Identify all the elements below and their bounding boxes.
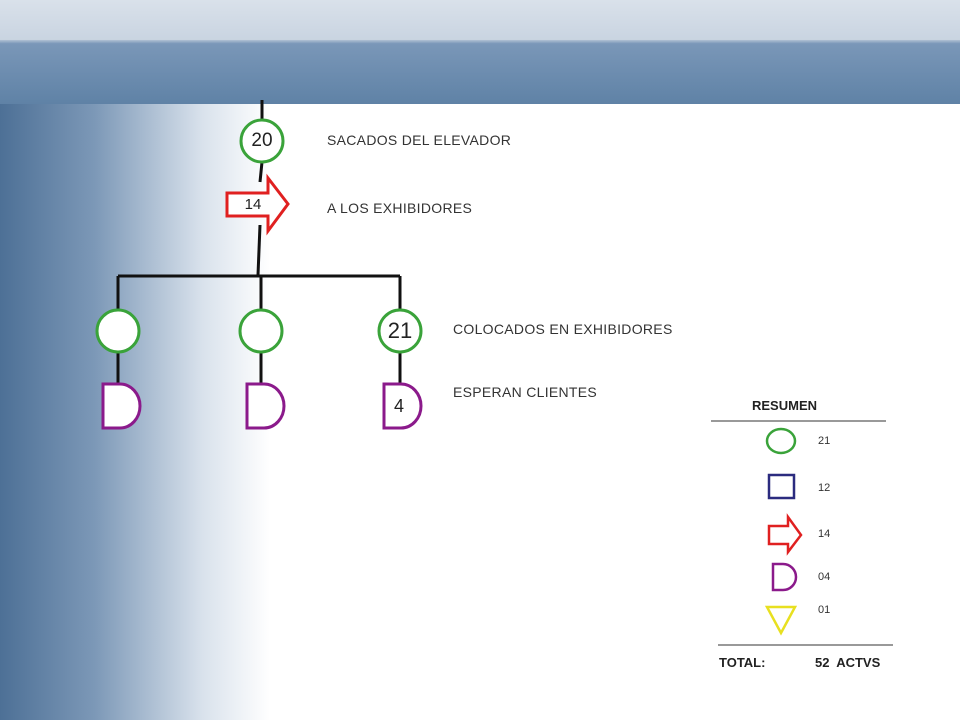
summary-delay-d-icon xyxy=(771,562,798,592)
branch-mid-delay-d-icon xyxy=(245,382,286,430)
branch-left-operation-circle-icon xyxy=(95,308,141,354)
branch-mid-operation-circle-icon xyxy=(238,308,284,354)
summary-inspection-square-icon xyxy=(767,473,796,500)
branch-operation-number: 21 xyxy=(387,318,413,343)
connector-op-to-transport xyxy=(258,161,264,183)
summary-operation-value: 21 xyxy=(818,435,831,447)
connector-transport-to-branch xyxy=(256,224,262,276)
summary-transport-value: 14 xyxy=(818,528,831,540)
transport-arrow-icon xyxy=(225,173,290,236)
summary-transport-arrow-icon xyxy=(767,513,803,556)
top-operation-circle-icon xyxy=(239,118,285,164)
header-highlight xyxy=(0,0,960,40)
branch-delay-label: ESPERAN CLIENTES xyxy=(453,384,598,400)
branch-operation-label: COLOCADOS EN EXHIBIDORES xyxy=(453,321,673,337)
branch-left-delay-d-icon xyxy=(101,382,142,430)
transport-label: A LOS EXHIBIDORES xyxy=(327,200,473,216)
summary-operation-circle-icon xyxy=(765,427,797,455)
summary-storage-value: 01 xyxy=(818,604,831,616)
top-operation-label: SACADOS DEL ELEVADOR xyxy=(327,132,512,148)
summary-total-value: 52 ACTVS xyxy=(815,655,881,670)
transport-number: 14 xyxy=(244,196,262,213)
top-operation-number: 20 xyxy=(251,130,273,151)
branch-right-delay-d-icon xyxy=(382,382,423,430)
summary-total-label: TOTAL: xyxy=(719,655,766,670)
summary-storage-triangle-icon xyxy=(764,605,798,636)
branch-right-operation-circle-icon xyxy=(377,308,423,354)
summary-title: RESUMEN xyxy=(752,398,818,413)
summary-inspection-value: 12 xyxy=(818,482,831,494)
connector-lines xyxy=(116,100,402,384)
summary-delay-value: 04 xyxy=(818,571,831,583)
branch-delay-number: 4 xyxy=(393,396,404,416)
